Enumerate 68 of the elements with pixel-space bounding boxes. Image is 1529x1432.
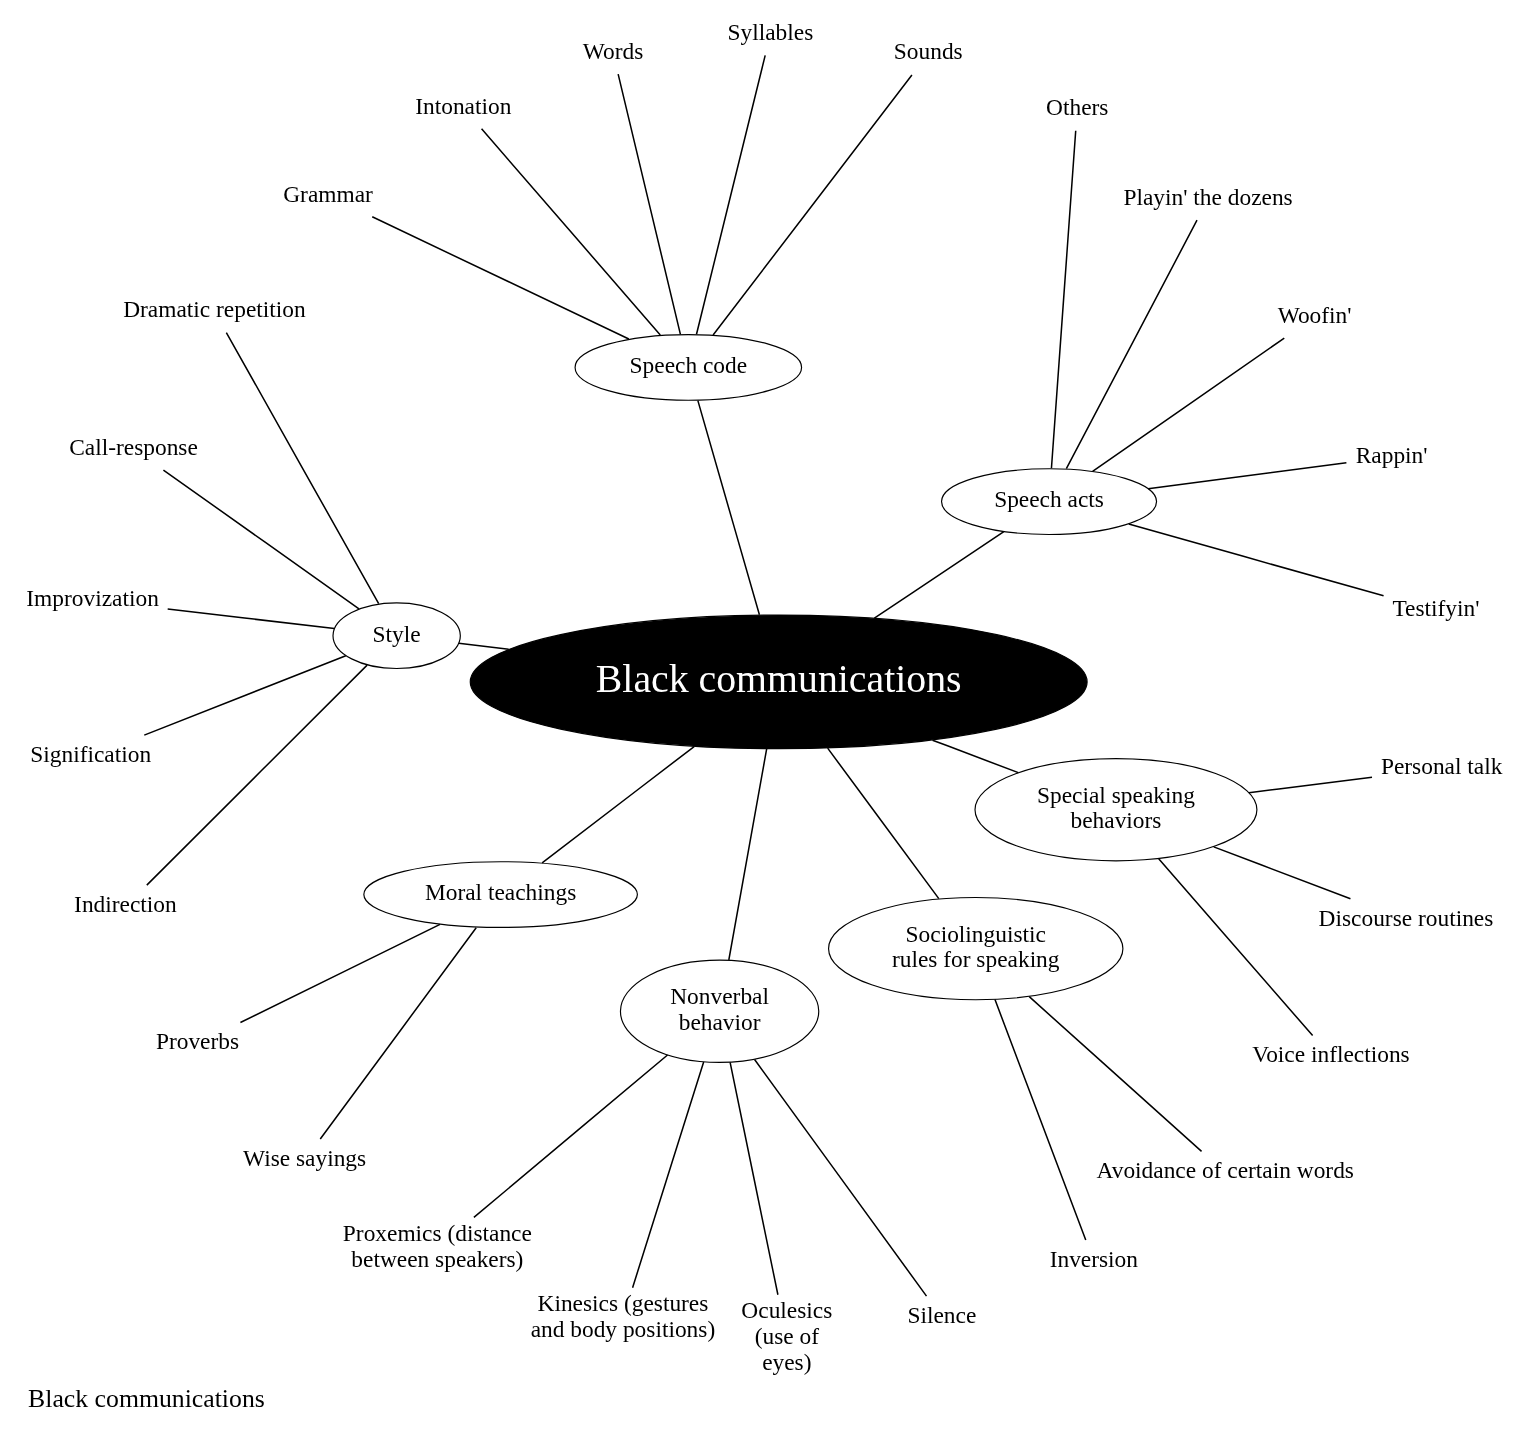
connector <box>695 54 766 335</box>
node-text: Personal talk <box>1380 753 1503 780</box>
connector <box>1147 462 1348 490</box>
caption: Black communications <box>28 1383 265 1413</box>
connector <box>1213 846 1352 900</box>
node-text: Testifyin' <box>1392 595 1480 622</box>
node-text: Discourse routines <box>1318 904 1494 931</box>
node-text: Playin' the dozens <box>1123 183 1293 210</box>
node-text: Silence <box>907 1302 977 1329</box>
node-text: Words <box>582 37 644 64</box>
node-text: Proverbs <box>155 1028 240 1055</box>
connector <box>480 128 662 336</box>
connector <box>458 642 510 650</box>
node-text: Woofin' <box>1277 301 1352 328</box>
connector <box>712 74 913 336</box>
node-text: Syllables <box>727 18 814 45</box>
connector <box>1157 858 1314 1037</box>
connector <box>541 745 695 864</box>
node-text: Call-response <box>69 433 198 460</box>
node-text: Dramatic repetition <box>123 296 306 323</box>
node-text: Voice inflections <box>1252 1041 1410 1068</box>
node-text: Others <box>1046 94 1109 121</box>
node-ellipse: Speech code <box>574 333 803 401</box>
connector <box>1128 523 1385 597</box>
node-text: Kinesics (gestures and body positions) <box>530 1290 716 1343</box>
node-text: Avoidance of certain words <box>1096 1157 1354 1184</box>
connector <box>473 1054 669 1219</box>
node-text: Inversion <box>1049 1246 1139 1273</box>
node-text: Indirection <box>74 891 177 918</box>
connector <box>1091 337 1286 473</box>
node-text: Rappin' <box>1355 441 1428 468</box>
node-ellipse: Black communications <box>469 614 1088 750</box>
connector <box>371 216 630 340</box>
connector <box>319 926 477 1140</box>
node-ellipse: Sociolinguistic rules for speaking <box>828 896 1124 1001</box>
connector <box>1050 130 1077 469</box>
node-ellipse: Style <box>332 602 461 670</box>
connector <box>1248 776 1373 794</box>
node-ellipse: Special speaking behaviors <box>974 757 1258 862</box>
connector <box>617 73 682 336</box>
node-ellipse: Speech acts <box>940 468 1158 536</box>
node-text: Improvization <box>26 585 159 612</box>
connector <box>1065 219 1198 470</box>
connector <box>873 530 1005 619</box>
connector <box>728 748 768 961</box>
connector <box>143 654 347 736</box>
node-text: Wise sayings <box>243 1145 367 1172</box>
connector <box>994 998 1087 1241</box>
node-ellipse: Moral teachings <box>363 861 638 928</box>
connector <box>1028 995 1203 1153</box>
node-text: Sounds <box>893 38 963 65</box>
node-text: Grammar <box>283 180 373 207</box>
node-text: Oculesics (use of eyes) <box>741 1297 833 1375</box>
node-text: Intonation <box>415 92 512 119</box>
connector <box>239 923 441 1024</box>
node-ellipse: Nonverbal behavior <box>619 959 820 1064</box>
connector <box>166 608 336 630</box>
connector <box>697 399 761 616</box>
node-text: Proxemics (distance between speakers) <box>342 1220 532 1272</box>
connector <box>146 664 368 886</box>
connector <box>729 1061 779 1296</box>
connector <box>826 747 940 900</box>
connector <box>162 469 360 610</box>
connector <box>631 1061 705 1289</box>
node-text: Signification <box>30 741 152 768</box>
connector <box>753 1058 928 1297</box>
connector <box>931 739 1020 774</box>
connector <box>225 331 380 605</box>
